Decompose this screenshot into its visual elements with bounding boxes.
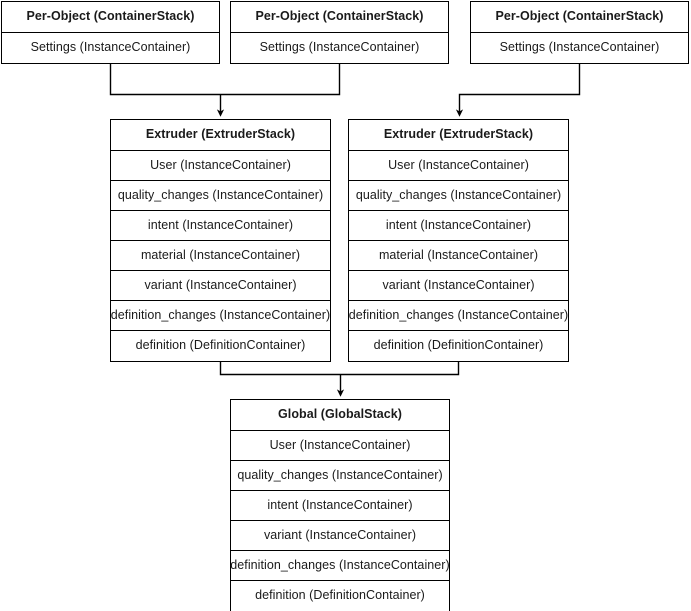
global-stack-row: intent (InstanceContainer): [231, 491, 449, 521]
per-object-stack-box[interactable]: Per-Object (ContainerStack) Settings (In…: [470, 1, 689, 64]
per-object-stack-header: Per-Object (ContainerStack): [2, 2, 219, 33]
connector-object2-to-extruder1: [455, 64, 581, 117]
extruder-stack-row: material (InstanceContainer): [111, 241, 330, 271]
global-stack-box[interactable]: Global (GlobalStack) User (InstanceConta…: [230, 399, 450, 611]
extruder-stack-row: definition (DefinitionContainer): [373, 338, 544, 353]
global-stack-row: variant (InstanceContainer): [231, 521, 449, 551]
extruder-stack-box[interactable]: Extruder (ExtruderStack) User (InstanceC…: [348, 119, 569, 362]
per-object-stack-box[interactable]: Per-Object (ContainerStack) Settings (In…: [230, 1, 449, 64]
extruder-stack-row: material (InstanceContainer): [349, 241, 568, 271]
extruder-stack-row: quality_changes (InstanceContainer): [349, 181, 568, 211]
extruder-stack-row: variant (InstanceContainer): [349, 271, 568, 301]
per-object-stack-header: Per-Object (ContainerStack): [471, 2, 688, 33]
extruder-stack-row: definition_changes (InstanceContainer): [111, 301, 330, 331]
connector-extruder0-to-global: [219, 360, 340, 376]
per-object-stack-row: Settings (InstanceContainer): [259, 40, 420, 55]
per-object-stack-row: Settings (InstanceContainer): [30, 40, 191, 55]
global-stack-row: quality_changes (InstanceContainer): [231, 461, 449, 491]
extruder-stack-box[interactable]: Extruder (ExtruderStack) User (InstanceC…: [110, 119, 331, 362]
global-stack-row: definition (DefinitionContainer): [255, 588, 425, 603]
extruder-stack-header: Extruder (ExtruderStack): [349, 120, 568, 151]
extruder-stack-row: variant (InstanceContainer): [111, 271, 330, 301]
extruder-stack-row: User (InstanceContainer): [349, 151, 568, 181]
connector-extruder1-to-global: [340, 360, 460, 376]
global-stack-header: Global (GlobalStack): [231, 400, 449, 431]
global-stack-row: User (InstanceContainer): [231, 431, 449, 461]
extruder-stack-row: definition_changes (InstanceContainer): [349, 301, 568, 331]
extruder-stack-row: intent (InstanceContainer): [111, 211, 330, 241]
extruder-stack-row: User (InstanceContainer): [111, 151, 330, 181]
per-object-stack-header: Per-Object (ContainerStack): [231, 2, 448, 33]
extruder-stack-row: quality_changes (InstanceContainer): [111, 181, 330, 211]
per-object-stack-box[interactable]: Per-Object (ContainerStack) Settings (In…: [1, 1, 220, 64]
connector-object1-to-extruder0: [220, 64, 341, 96]
extruder-stack-row: intent (InstanceContainer): [349, 211, 568, 241]
extruder-stack-row: definition (DefinitionContainer): [135, 338, 306, 353]
connector-object0-to-extruder0: [109, 64, 220, 96]
per-object-stack-row: Settings (InstanceContainer): [499, 40, 660, 55]
global-stack-row: definition_changes (InstanceContainer): [230, 551, 450, 581]
extruder-stack-header: Extruder (ExtruderStack): [111, 120, 330, 151]
